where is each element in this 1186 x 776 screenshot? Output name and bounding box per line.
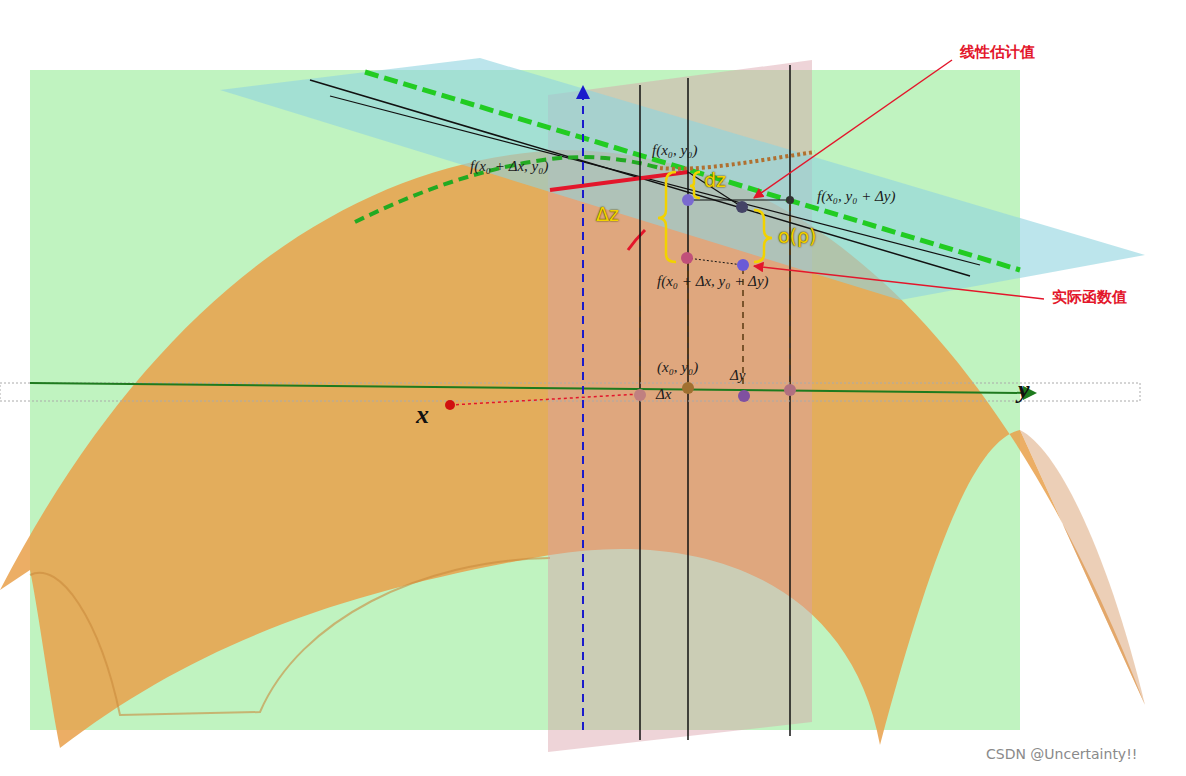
point-label: f(x₀, y₀ + Δy) xyxy=(815,188,898,205)
handwritten-note: Δz xyxy=(596,204,619,226)
x-axis xyxy=(450,394,640,405)
increment-label: Δy xyxy=(728,367,747,384)
point-label: f(x₀ + Δx, y₀) xyxy=(468,158,551,175)
axis-label: y xyxy=(1018,375,1030,405)
leader-line xyxy=(754,60,952,198)
axis-label: x xyxy=(416,400,429,430)
points xyxy=(634,194,796,402)
handwritten-note: dz xyxy=(704,170,726,192)
callout-note: 实际函数值 xyxy=(1050,289,1129,306)
surface-edge xyxy=(30,558,550,715)
grid-lines xyxy=(640,65,790,740)
x-point xyxy=(445,400,455,410)
callout-note: 线性估计值 xyxy=(958,44,1037,61)
leader-line xyxy=(754,266,1044,299)
tangent-line-dashed xyxy=(365,72,1020,270)
watermark: CSDN @Uncertainty!! xyxy=(986,746,1137,762)
point-label: (x₀, y₀) xyxy=(655,359,700,376)
z-axis xyxy=(582,92,584,730)
tangent-line xyxy=(688,199,790,200)
increment-label: Δx xyxy=(654,386,673,403)
drop-lines xyxy=(640,205,790,396)
point-label: f(x₀, y₀) xyxy=(650,142,699,159)
tangent-line xyxy=(330,96,980,265)
point-label: f(x₀ + Δx, y₀ + Δy) xyxy=(655,273,771,290)
handwritten-note: o(ρ) xyxy=(778,226,817,248)
surface-edge xyxy=(1020,430,1145,705)
tangent-plane xyxy=(220,58,1145,300)
red-segment xyxy=(628,230,645,250)
y-axis xyxy=(30,383,1030,393)
surface-line xyxy=(687,258,743,265)
